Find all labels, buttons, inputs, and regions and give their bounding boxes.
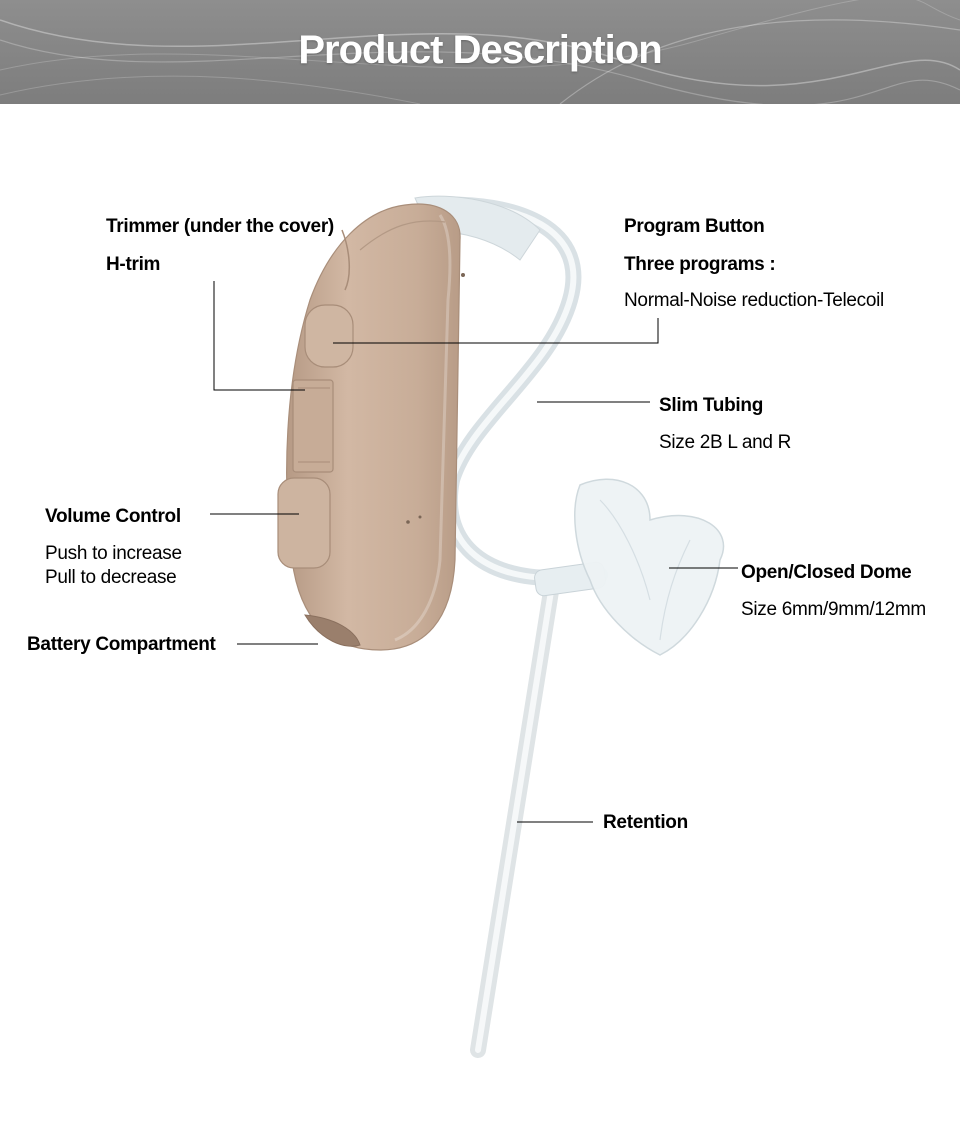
volume-control-part	[277, 477, 331, 569]
page-title: Product Description	[298, 28, 662, 72]
dome-size-text: Size 6mm/9mm/12mm	[741, 599, 926, 620]
volume-pull-text: Pull to decrease	[45, 567, 177, 588]
tubing-size-text: Size 2B L and R	[659, 432, 792, 453]
h-trim-label: H-trim	[106, 254, 161, 275]
volume-control-label: Volume Control	[45, 506, 181, 527]
trimmer-label: Trimmer (under the cover)	[106, 216, 334, 237]
dome	[574, 478, 725, 656]
program-button-part	[304, 304, 354, 368]
leader-trimmer	[213, 281, 305, 391]
dome-label: Open/Closed Dome	[741, 562, 912, 583]
banner-wave-decoration	[0, 0, 960, 104]
retention-label: Retention	[603, 812, 688, 833]
header-banner: Product Description	[0, 0, 960, 104]
three-programs-label: Three programs :	[624, 254, 776, 275]
battery-compartment-part	[304, 614, 361, 647]
program-modes-text: Normal-Noise reduction-Telecoil	[624, 290, 884, 311]
battery-compartment-label: Battery Compartment	[27, 634, 216, 655]
program-button-label: Program Button	[624, 216, 765, 237]
trimmer-cover	[292, 379, 334, 473]
leader-program	[333, 318, 659, 344]
leader-lines	[210, 281, 738, 823]
slim-tubing-label: Slim Tubing	[659, 395, 764, 416]
volume-push-text: Push to increase	[45, 543, 182, 564]
